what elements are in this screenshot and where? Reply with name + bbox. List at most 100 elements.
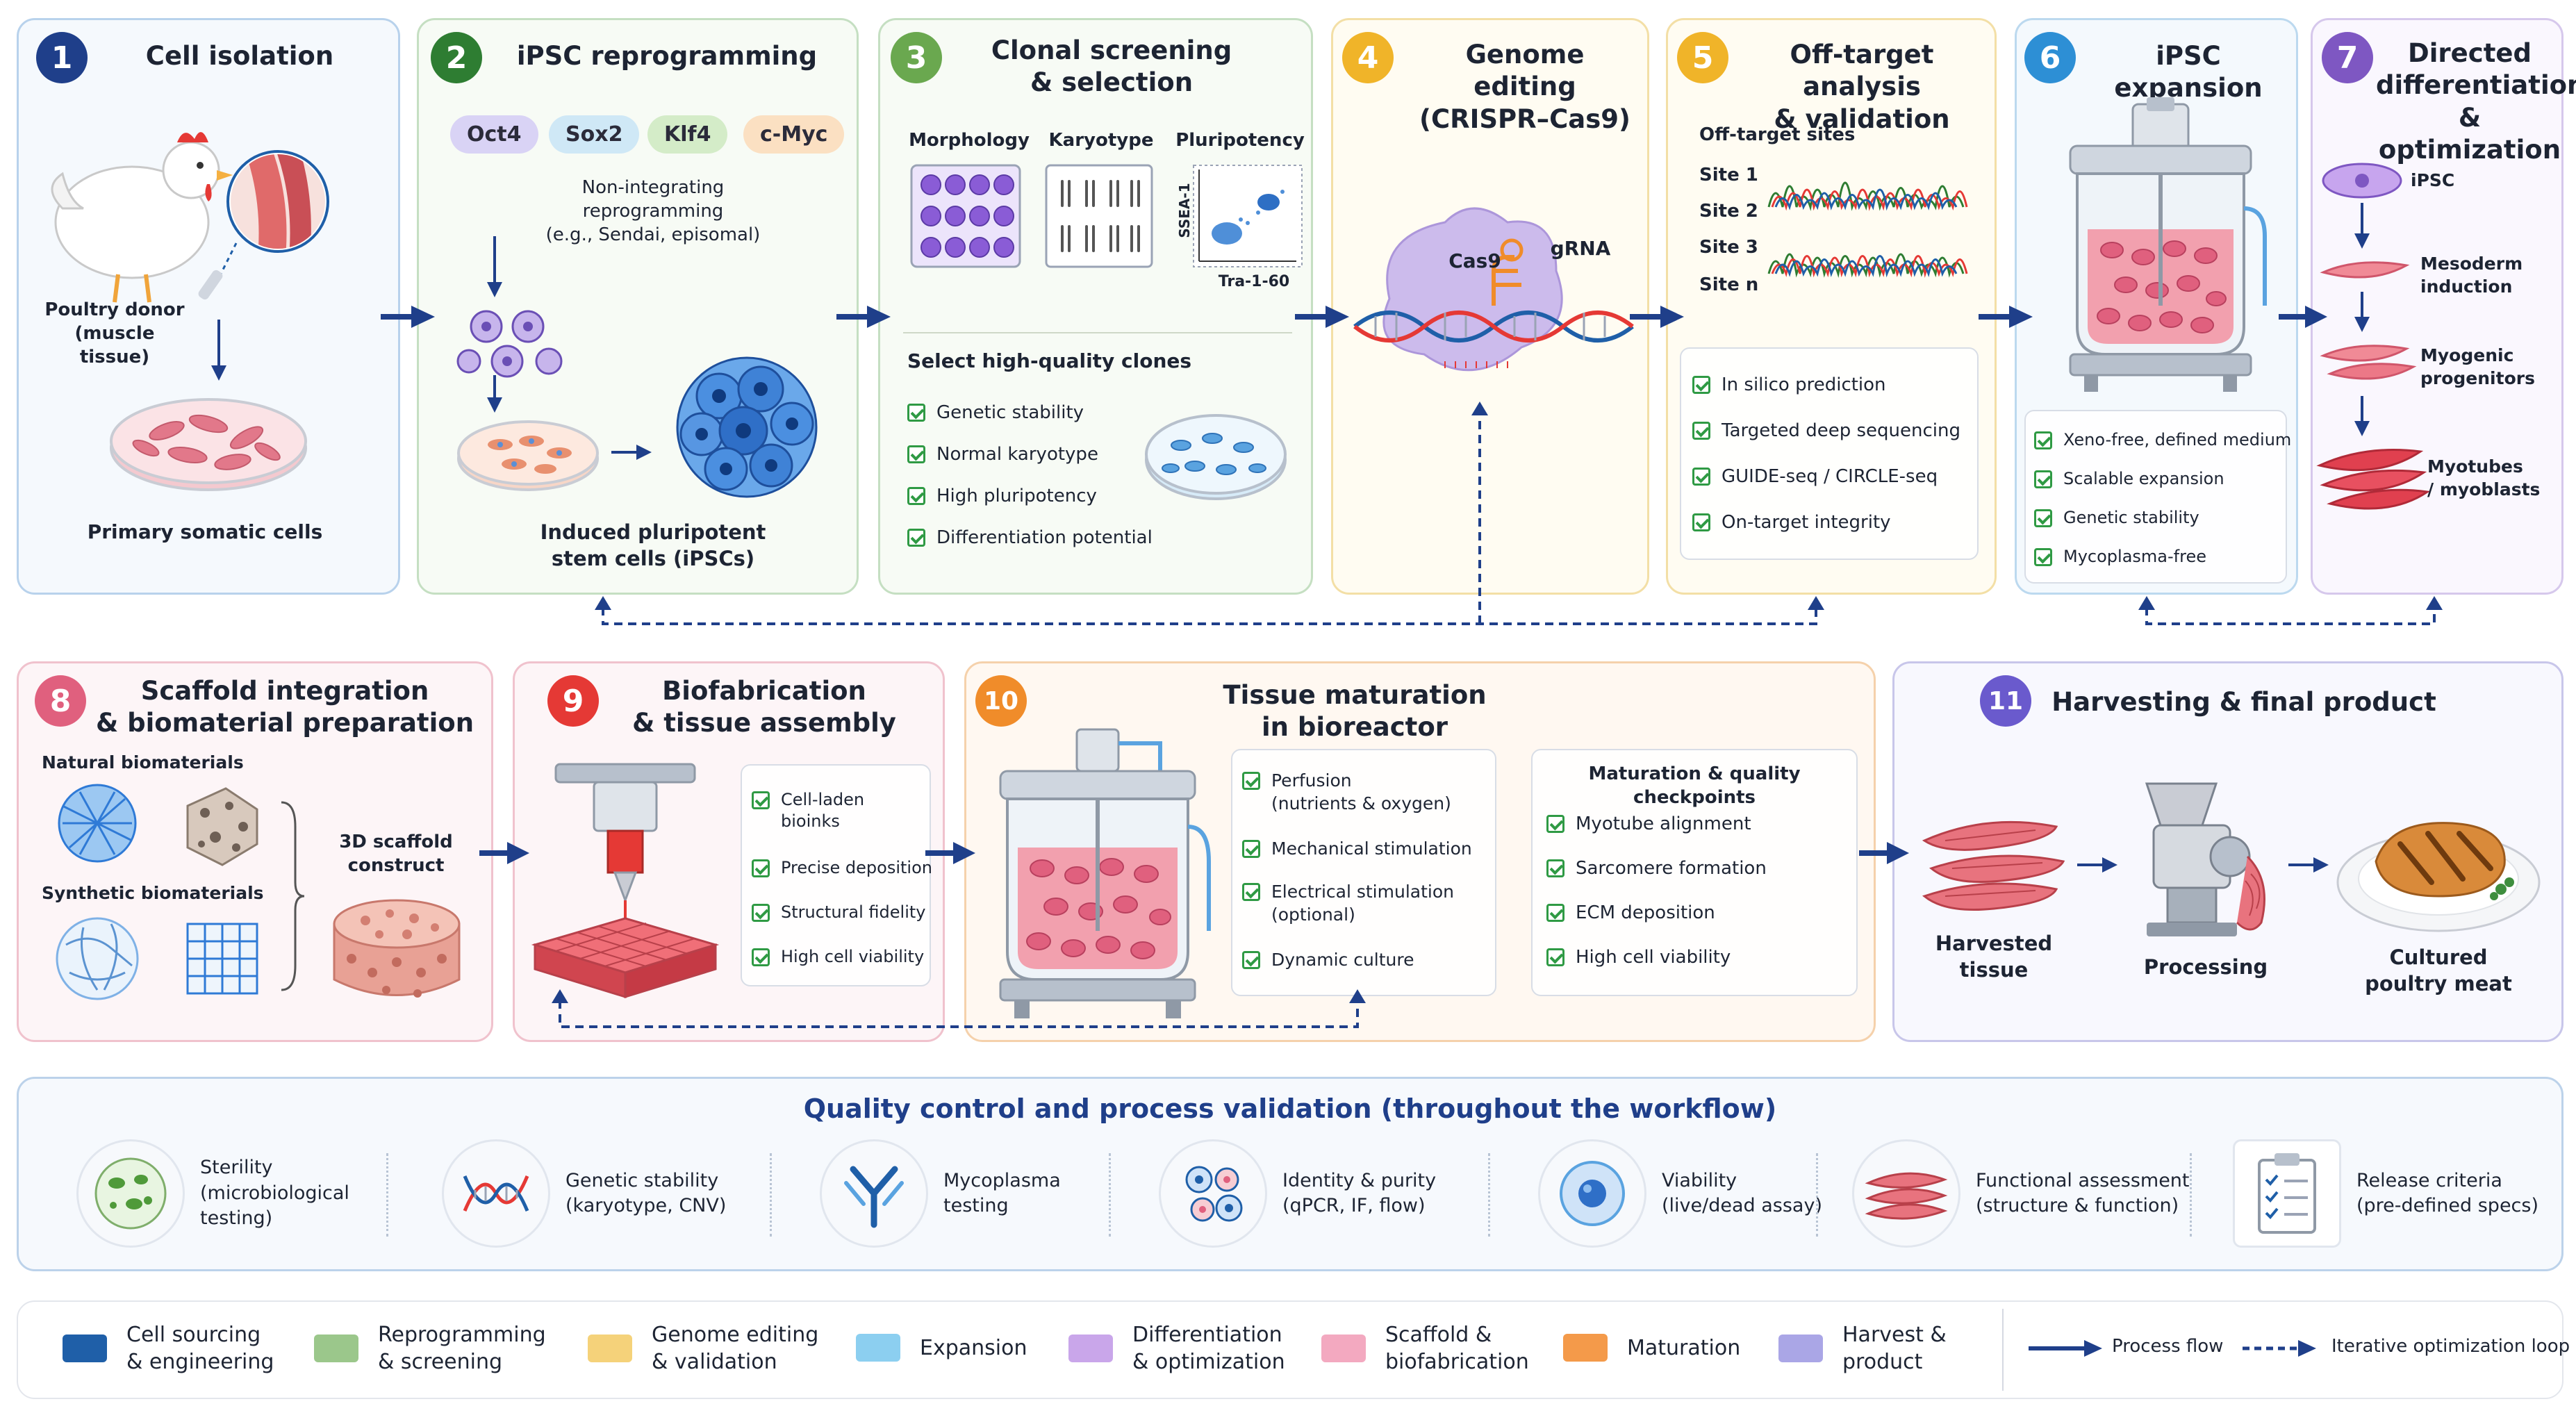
qc-divider (386, 1153, 388, 1237)
process-arrow-2-3 (836, 306, 891, 328)
step-title-cell-isolation: Cell isolation (145, 41, 334, 71)
legend-maturation: Maturation (1563, 1334, 1740, 1362)
scaffold-construct-label: 3D scaffold construct (339, 832, 453, 876)
synthetic-biomaterials-icons (56, 917, 258, 1000)
check-genetic-stability: Genetic stability (907, 402, 1084, 425)
legend-expansion: Expansion (856, 1334, 1027, 1362)
qc-functional-label: Functional assessment (structure & funct… (1976, 1169, 2190, 1216)
step-title-scaffold: Scaffold integration & biomaterial prepa… (95, 676, 474, 738)
qc-item-mycoplasma: Mycoplasma testing (820, 1139, 1061, 1248)
sendai-virus-icon (456, 310, 563, 378)
harvested-tissue-illustration (1922, 820, 2065, 911)
flow-cytometry-plot (1193, 165, 1303, 267)
process-arrow-5-6 (1979, 306, 2033, 328)
differentiation-cells (2316, 163, 2431, 510)
qc-item-viability: Viability (live/dead assay) (1538, 1139, 1822, 1248)
step-number-3: 3 (891, 32, 942, 83)
morphology-plate (910, 164, 1021, 268)
legend-harvest: Harvest & product (1778, 1321, 1947, 1375)
step-number-6: 6 (2024, 32, 2076, 83)
scaffold-construct (333, 899, 461, 998)
legend-differentiation: Differentiation & optimization (1068, 1321, 1285, 1375)
step-title-differentiation: Directed differentiation & optimization (2376, 38, 2576, 165)
check-high-pluripotency: High pluripotency (907, 485, 1097, 509)
dna-icon (442, 1139, 550, 1248)
myotubes-stage-label: Myotubes / myoblasts (2427, 456, 2541, 499)
off-target-sites-title: Off-target sites (1699, 124, 1856, 145)
biofabrication-checklist (741, 764, 931, 986)
check-xeno-free: Xeno-free, defined medium (2034, 429, 2291, 451)
qc-identity-label: Identity & purity (qPCR, IF, flow) (1282, 1169, 1437, 1216)
legend-genome-editing: Genome editing & validation (588, 1321, 818, 1375)
check-cell-viability-maturation: High cell viability (1546, 946, 1731, 970)
check-cell-laden-bioinks: Cell-laden bioinks (752, 789, 864, 832)
step-number-1: 1 (36, 32, 88, 83)
cells-icon (1159, 1139, 1267, 1248)
check-differentiation-potential: Differentiation potential (907, 527, 1153, 550)
pluripotency-x-axis-label: Tra-1-60 (1218, 273, 1290, 290)
step-number-9: 9 (547, 675, 599, 727)
step-title-harvesting: Harvesting & final product (2051, 687, 2436, 717)
step-number-4: 4 (1342, 32, 1394, 83)
cultured-meat-label: Cultured poultry meat (2365, 945, 2512, 995)
ipsc-colony (676, 356, 818, 498)
qc-mycoplasma-label: Mycoplasma testing (943, 1169, 1061, 1216)
legend-scaffold: Scaffold & biofabrication (1321, 1321, 1529, 1375)
factor-cmyc: c-Myc (743, 115, 845, 154)
qc-divider (1816, 1153, 1818, 1237)
harvest-arrow-2 (2288, 857, 2329, 873)
qc-divider (1109, 1153, 1111, 1237)
legend-reprogramming: Reprogramming & screening (314, 1321, 546, 1375)
qc-item-genetic-stability: Genetic stability (karyotype, CNV) (442, 1139, 726, 1248)
process-arrow-6-7 (2279, 306, 2327, 328)
process-arrow-9-10 (925, 842, 975, 864)
qc-item-identity: Identity & purity (qPCR, IF, flow) (1159, 1139, 1436, 1248)
step-title-ipsc-expansion: iPSC expansion (2114, 41, 2263, 104)
mesoderm-stage-label: Mesoderm induction (2420, 254, 2523, 297)
antibody-icon (820, 1139, 928, 1248)
check-normal-karyotype: Normal karyotype (907, 443, 1098, 467)
process-arrow-10-11 (1859, 842, 1909, 864)
crispr-cas9-illustration (1353, 207, 1634, 372)
karyotype-label: Karyotype (1048, 130, 1154, 151)
harvest-arrow-1 (2077, 857, 2117, 873)
maturation-qc-checklist (1531, 749, 1858, 996)
maturation-bioreactor (999, 728, 1211, 1018)
legend-iterative-arrow (2243, 1340, 2316, 1357)
primary-cells-label: Primary somatic cells (87, 520, 323, 543)
expansion-bioreactor (2069, 97, 2267, 392)
off-target-checklist (1680, 347, 1979, 560)
ipsc-stage-label: iPSC (2411, 170, 2455, 190)
synthetic-biomaterials-label: Synthetic biomaterials (42, 883, 264, 903)
cell-icon (1538, 1139, 1646, 1248)
check-on-target: On-target integrity (1692, 511, 1891, 535)
panel-cell-isolation (17, 18, 400, 595)
step2-right-arrow (611, 445, 652, 460)
qc-item-release: Release criteria (pre-defined specs) (2233, 1139, 2538, 1248)
process-arrow-3-4 (1295, 306, 1349, 328)
site-1-label: Site 1 (1699, 165, 1758, 185)
check-ecm-deposition: ECM deposition (1546, 902, 1715, 925)
step3-divider (903, 332, 1292, 333)
ipsc-label: Induced pluripotent stem cells (iPSCs) (540, 520, 766, 570)
check-perfusion: Perfusion (nutrients & oxygen) (1242, 770, 1451, 815)
select-clones-label: Select high-quality clones (907, 349, 1192, 372)
qc-item-functional: Functional assessment (structure & funct… (1852, 1139, 2190, 1248)
morphology-label: Morphology (909, 130, 1030, 151)
clipboard-icon (2233, 1139, 2341, 1248)
step1-down-arrow (211, 320, 226, 381)
panel-legend (17, 1300, 2563, 1399)
factor-klf4: Klf4 (647, 115, 728, 154)
process-arrow-4-5 (1630, 306, 1684, 328)
check-high-cell-viability: High cell viability (752, 946, 924, 968)
karyotype-chart (1045, 164, 1153, 268)
bioprinter-illustration (531, 763, 720, 999)
step-number-11: 11 (1980, 675, 2031, 727)
step-title-off-target: Off-target analysis & validation (1774, 40, 1950, 134)
step-number-10: 10 (975, 675, 1027, 727)
check-mechanical-stimulation: Mechanical stimulation (1242, 838, 1472, 861)
qc-title: Quality control and process validation (… (803, 1093, 1777, 1124)
iterative-loop-row2 (552, 989, 1366, 1028)
primary-cells-dish (110, 398, 307, 491)
site-n-label: Site n (1699, 274, 1759, 295)
